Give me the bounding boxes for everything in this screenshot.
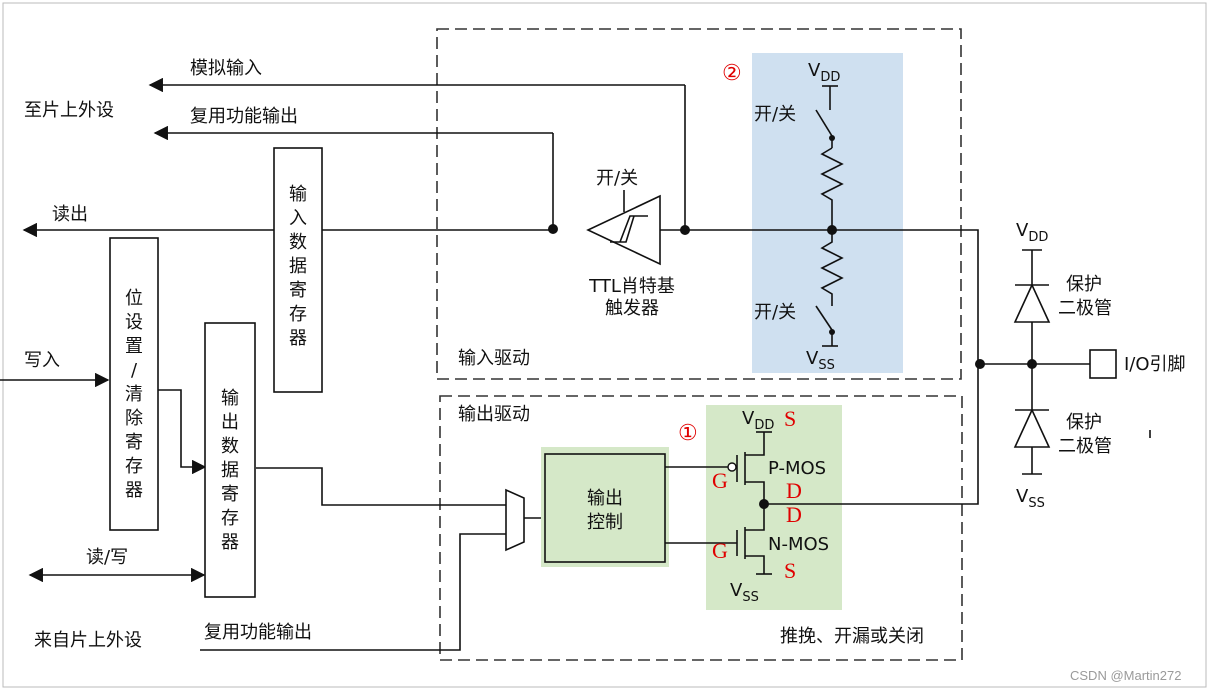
- pullup-switch-icon: [815, 109, 833, 137]
- protection-diode-top-icon: [1013, 283, 1051, 323]
- svg-text:置: 置: [125, 336, 143, 357]
- output-control-region: [541, 447, 669, 567]
- watermark: CSDN @Martin272: [1070, 668, 1181, 683]
- pulldown-switch-label: 开/关: [754, 302, 796, 323]
- svg-text:除: 除: [125, 408, 143, 429]
- io-pin-box: [1089, 349, 1117, 379]
- svg-text:清: 清: [125, 384, 143, 405]
- protection-diode-bottom-label-line2: 二极管: [1058, 436, 1112, 457]
- alt-func-output-top-label: 复用功能输出: [190, 106, 298, 127]
- junction-dot: [548, 224, 558, 234]
- marker-1: ①: [678, 420, 698, 445]
- pmos-gate-bubble: [727, 462, 737, 472]
- mos-vss-label: VSS: [730, 580, 759, 605]
- input-driver-boundary: [436, 28, 962, 380]
- svg-text:出: 出: [221, 412, 239, 433]
- gate-top-label: G: [712, 468, 728, 493]
- pmos-source-wire: [745, 432, 765, 456]
- gate-bottom-label: G: [712, 538, 728, 563]
- read-out-label: 读出: [52, 204, 88, 225]
- svg-text:据: 据: [289, 256, 307, 277]
- write-in-label: 写入: [24, 350, 60, 371]
- protection-diode-top-label-line2: 二极管: [1058, 298, 1112, 319]
- input-data-register-label: 输 入 数 据 寄 存 器: [289, 184, 307, 349]
- output-control-label-line1: 输出: [587, 488, 623, 509]
- pull-resistor-region: [752, 53, 903, 373]
- pulldown-resistor-icon: [820, 230, 844, 306]
- svg-text:器: 器: [221, 532, 239, 553]
- output-data-register-label: 输 出 数 据 寄 存 器: [221, 388, 239, 553]
- svg-text:数: 数: [221, 436, 239, 457]
- output-control-box: [544, 453, 666, 563]
- svg-text:数: 数: [289, 232, 307, 253]
- svg-text:位: 位: [125, 288, 143, 309]
- pulldown-switch-icon: [815, 305, 833, 331]
- protection-diode-bottom-icon: [1013, 408, 1051, 448]
- mos-vdd-label: VDD: [742, 408, 774, 433]
- output-driver-boundary: [439, 395, 963, 661]
- protection-diode-top-label-line1: 保护: [1066, 274, 1102, 295]
- nmos-source-wire: [745, 555, 765, 574]
- junction-dot: [975, 359, 985, 369]
- output-driver-title: 输出驱动: [458, 404, 530, 425]
- svg-text:器: 器: [289, 328, 307, 349]
- alt-func-to-mux-wire: [200, 533, 506, 651]
- junction-dot: [759, 499, 769, 509]
- pmos-label: P-MOS: [768, 458, 826, 479]
- pullup-resistor-icon: [820, 147, 844, 230]
- hysteresis-icon: [610, 215, 648, 243]
- source-top-label: S: [784, 406, 796, 431]
- io-pin-label: I/O引脚: [1124, 354, 1186, 375]
- svg-text:寄: 寄: [221, 484, 239, 505]
- svg-text:存: 存: [221, 508, 239, 529]
- svg-text:存: 存: [125, 456, 143, 477]
- schmitt-trigger-label-line1: TTL肖特基: [588, 276, 675, 297]
- bit-set-clear-register-label: 位 设 置 / 清 除 寄 存 器: [125, 288, 143, 501]
- marker-2: ②: [722, 60, 742, 85]
- drain-top-label: D: [786, 478, 802, 503]
- input-driver-title: 输入驱动: [458, 348, 530, 369]
- svg-text:入: 入: [289, 208, 307, 229]
- svg-text:存: 存: [289, 304, 307, 325]
- svg-text:输: 输: [289, 184, 307, 205]
- output-data-register-box: [204, 322, 256, 598]
- bsr-to-odr-wire: [158, 389, 207, 475]
- from-peripheral-label: 来自片上外设: [34, 630, 142, 651]
- junction-dot: [827, 225, 837, 235]
- pull-vdd-label: VDD: [808, 60, 840, 85]
- svg-text:/: /: [131, 360, 138, 381]
- odr-to-mux-wire: [256, 467, 506, 506]
- input-data-register-box: [273, 147, 323, 393]
- output-mux-icon: [505, 488, 525, 552]
- analog-input-label: 模拟输入: [190, 58, 262, 79]
- junction-dot: [680, 225, 690, 235]
- read-write-label: 读/写: [86, 547, 128, 568]
- drain-bottom-label: D: [786, 502, 802, 527]
- protection-vdd-label: VDD: [1016, 220, 1048, 245]
- source-bottom-label: S: [784, 558, 796, 583]
- protection-diode-bottom-label-line1: 保护: [1066, 412, 1102, 433]
- nmos-drain-wire: [745, 504, 765, 531]
- mos-region: [706, 405, 842, 610]
- svg-text:输: 输: [221, 388, 239, 409]
- svg-text:寄: 寄: [289, 280, 307, 301]
- output-mode-label: 推挽、开漏或关闭: [780, 626, 924, 647]
- bit-set-clear-register-box: [109, 237, 159, 531]
- svg-text:设: 设: [125, 312, 143, 333]
- alt-func-output-bottom-label: 复用功能输出: [204, 622, 312, 643]
- schmitt-trigger-label-line2: 触发器: [605, 298, 659, 319]
- pmos-drain-wire: [745, 481, 765, 504]
- nmos-label: N-MOS: [768, 534, 829, 555]
- to-peripheral-label: 至片上外设: [24, 100, 114, 121]
- pull-vss-label: VSS: [806, 348, 835, 373]
- svg-text:器: 器: [125, 480, 143, 501]
- svg-text:寄: 寄: [125, 432, 143, 453]
- schmitt-switch-label: 开/关: [596, 168, 638, 189]
- pullup-switch-label: 开/关: [754, 104, 796, 125]
- output-control-label-line2: 控制: [587, 512, 623, 533]
- protection-vss-label: VSS: [1016, 486, 1045, 511]
- svg-text:据: 据: [221, 460, 239, 481]
